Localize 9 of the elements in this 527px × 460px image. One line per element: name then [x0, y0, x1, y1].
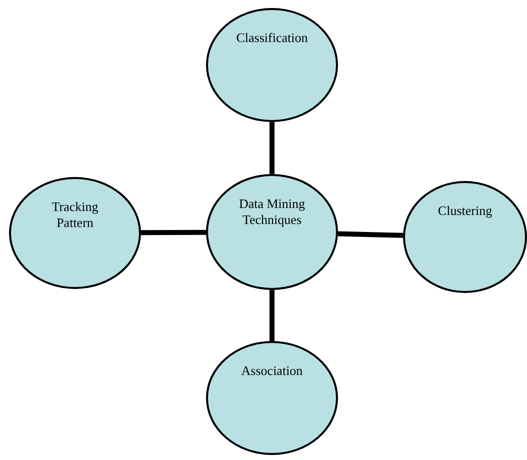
- connector-line: [338, 231, 404, 238]
- node-label: Association: [241, 363, 303, 379]
- connector-line: [270, 122, 274, 174]
- node-label: Data Mining Techniques: [238, 196, 306, 228]
- connector-line: [270, 290, 274, 341]
- node-label: Classification: [236, 30, 308, 46]
- node-label: Clustering: [438, 203, 492, 219]
- node-label: Tracking Pattern: [50, 199, 100, 231]
- connector-line: [140, 230, 206, 236]
